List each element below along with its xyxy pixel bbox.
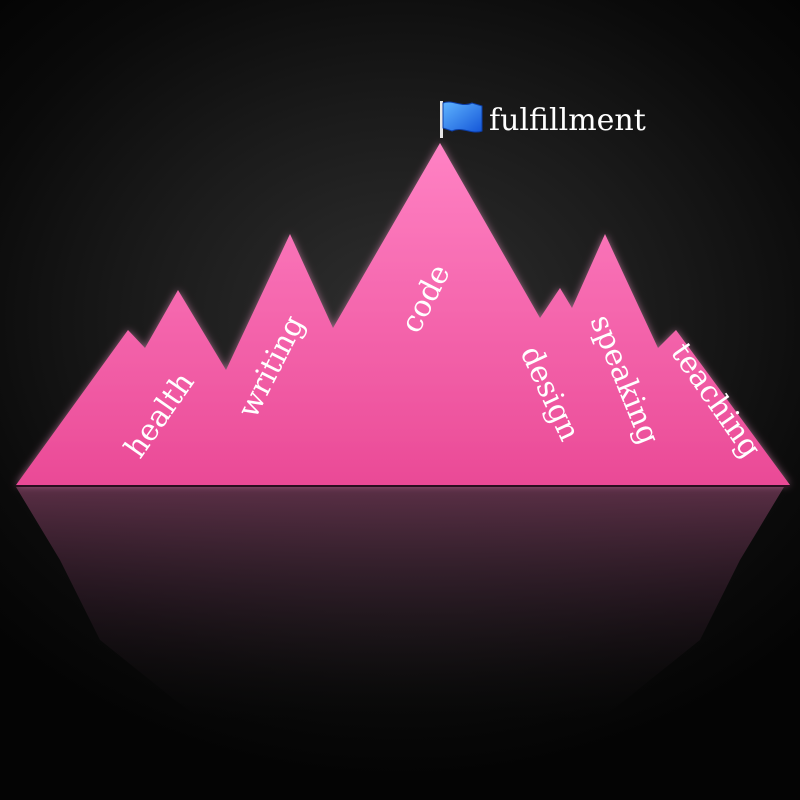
mountain-reflection — [16, 487, 784, 720]
summit-label: fulfillment — [489, 103, 646, 138]
mountain-range — [16, 143, 790, 485]
flag-icon — [440, 101, 483, 138]
